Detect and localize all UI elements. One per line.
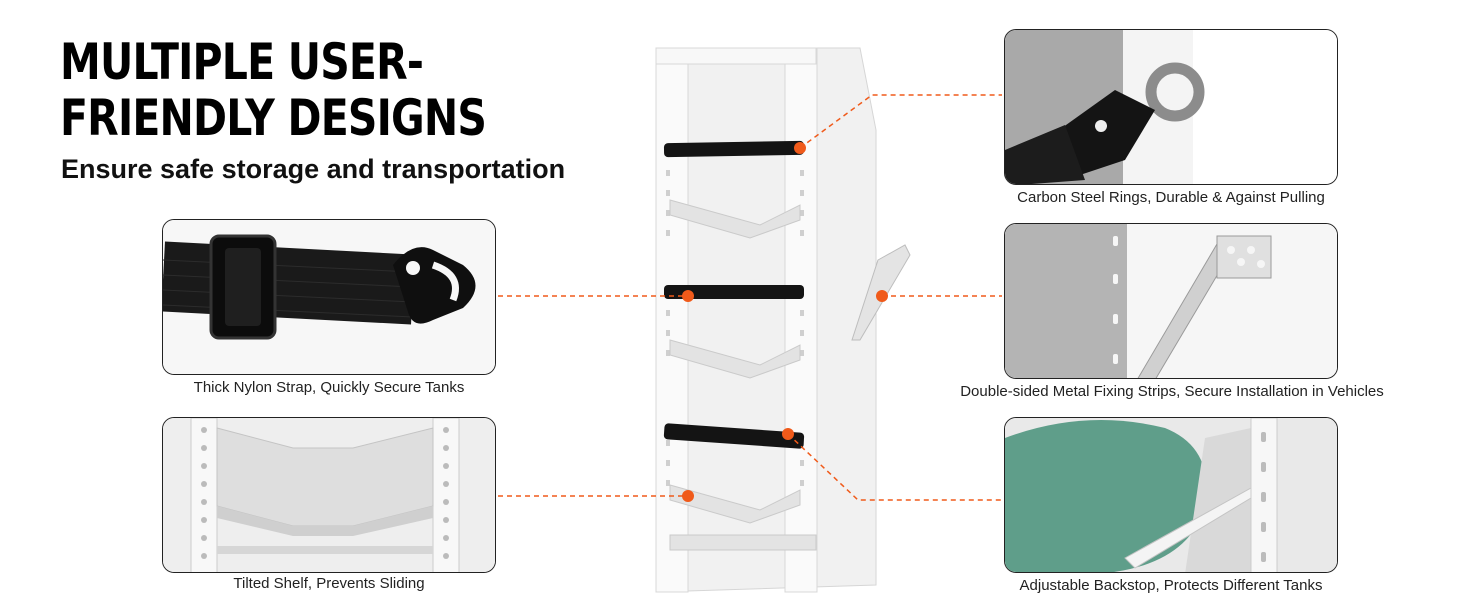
headline-line-1: MULTIPLE USER- bbox=[60, 33, 424, 91]
strap-caption: Thick Nylon Strap, Quickly Secure Tanks bbox=[193, 379, 465, 396]
rings-detail-panel bbox=[1004, 29, 1338, 185]
headline-line-2: FRIENDLY DESIGNS bbox=[60, 89, 487, 147]
carbon-steel-ring-image bbox=[1005, 30, 1337, 184]
nylon-strap-image bbox=[163, 220, 495, 374]
backstop-caption: Adjustable Backstop, Protects Different … bbox=[1019, 577, 1323, 594]
strap-group bbox=[663, 140, 805, 449]
headline: MULTIPLE USER- FRIENDLY DESIGNS bbox=[60, 33, 487, 147]
rings-callout-line bbox=[799, 94, 1002, 149]
shelf-callout-dot bbox=[682, 490, 694, 502]
rings-caption: Carbon Steel Rings, Durable & Against Pu… bbox=[1017, 189, 1325, 206]
strips-detail-panel bbox=[1004, 223, 1338, 379]
backstop-callout-dot bbox=[782, 428, 794, 440]
rings-callout-dot bbox=[794, 142, 806, 154]
strips-callout-dot bbox=[876, 290, 888, 302]
backstop-callout-line bbox=[787, 433, 1002, 501]
adjustable-backstop-image bbox=[1005, 418, 1337, 572]
strap-callout-dot bbox=[682, 290, 694, 302]
shelf-detail-panel bbox=[162, 417, 496, 573]
shelf-caption: Tilted Shelf, Prevents Sliding bbox=[233, 575, 425, 592]
backstop-detail-panel bbox=[1004, 417, 1338, 573]
tilted-shelf-image bbox=[163, 418, 495, 572]
metal-fixing-strip-image bbox=[1005, 224, 1337, 378]
strips-caption: Double-sided Metal Fixing Strips, Secure… bbox=[960, 383, 1384, 400]
subheadline: Ensure safe storage and transportation bbox=[61, 154, 566, 184]
tank-rack-image bbox=[655, 47, 911, 593]
strap-detail-panel bbox=[162, 219, 496, 375]
